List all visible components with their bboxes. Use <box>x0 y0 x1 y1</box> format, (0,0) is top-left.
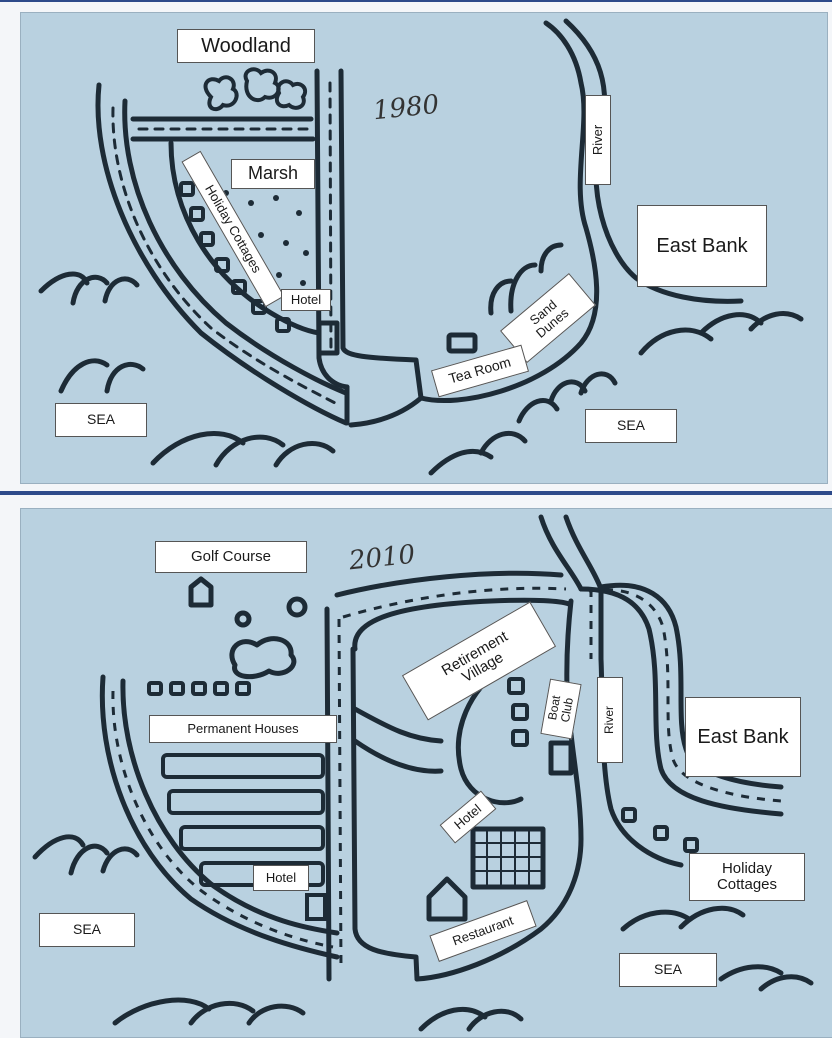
top-border <box>0 0 832 2</box>
boat-club-building <box>548 740 574 776</box>
map-2010: 2010 Golf Course Retirement Village Boat… <box>20 508 832 1038</box>
road-vertical-2010-1 <box>324 606 332 982</box>
road-edge-left <box>122 98 349 396</box>
golf-course-label: Golf Course <box>155 541 307 573</box>
map-1980: 1980 Woodland Marsh Holiday Cottages Hot… <box>20 12 828 484</box>
dune-1 <box>488 278 514 316</box>
road-vertical-2 <box>338 68 424 428</box>
map-divider <box>0 491 832 495</box>
tree-2 <box>243 67 281 103</box>
river-2010-label: River <box>597 677 623 763</box>
east-road-centerline <box>588 588 782 803</box>
woodland-label: Woodland <box>177 29 315 63</box>
hotel-1980-building <box>316 320 340 356</box>
coast-outer-left-2010 <box>99 674 340 960</box>
east-bank-1980-label: East Bank <box>637 205 767 287</box>
road-centerline-2010 <box>337 618 343 970</box>
road-top-2010-2 <box>352 597 572 652</box>
sea-right-1980-label: SEA <box>585 409 677 443</box>
river-1980-label: River <box>585 95 611 185</box>
road-loop-link-1 <box>352 706 444 744</box>
golf-flag <box>188 576 214 608</box>
dune-2 <box>508 262 538 314</box>
tree-1 <box>203 75 239 112</box>
river-west-bank <box>418 20 600 403</box>
road-top-2010-1 <box>334 570 564 598</box>
hotel-1980-label: Hotel <box>281 289 331 311</box>
river-east-bank <box>563 18 744 304</box>
east-road-1 <box>578 586 784 817</box>
golf-green <box>229 636 297 680</box>
map-2010-drawing <box>32 514 814 1032</box>
hotel-left-2010-label: Hotel <box>253 865 309 891</box>
holiday-cottages-2010-label: Holiday Cottages <box>689 853 805 901</box>
permanent-houses-label: Permanent Houses <box>149 715 337 743</box>
restaurant-hut <box>426 876 468 922</box>
road-loop-link-2 <box>352 738 444 774</box>
sea-left-1980-label: SEA <box>55 403 147 437</box>
coast-outer-left <box>95 82 349 426</box>
sea-left-2010-label: SEA <box>39 913 135 947</box>
sea-right-2010-label: SEA <box>619 953 717 987</box>
coast-road-centerline <box>111 106 341 407</box>
road-vertical-centerline <box>328 81 333 355</box>
east-bank-2010-label: East Bank <box>685 697 801 777</box>
river-north-west <box>538 514 584 592</box>
tree-3 <box>274 79 308 110</box>
coast-road-centerline-2010 <box>111 690 334 949</box>
road-vertical-1 <box>314 68 350 390</box>
golf-hole-1 <box>234 610 252 628</box>
tea-room-building <box>446 332 478 354</box>
dune-3 <box>538 242 564 274</box>
top-road-centerline-2010 <box>342 586 567 619</box>
marsh-label: Marsh <box>231 159 315 189</box>
river-west-bank-2010 <box>414 598 584 982</box>
road-vertical-2010-2 <box>350 646 420 982</box>
golf-hole-2 <box>286 596 308 618</box>
